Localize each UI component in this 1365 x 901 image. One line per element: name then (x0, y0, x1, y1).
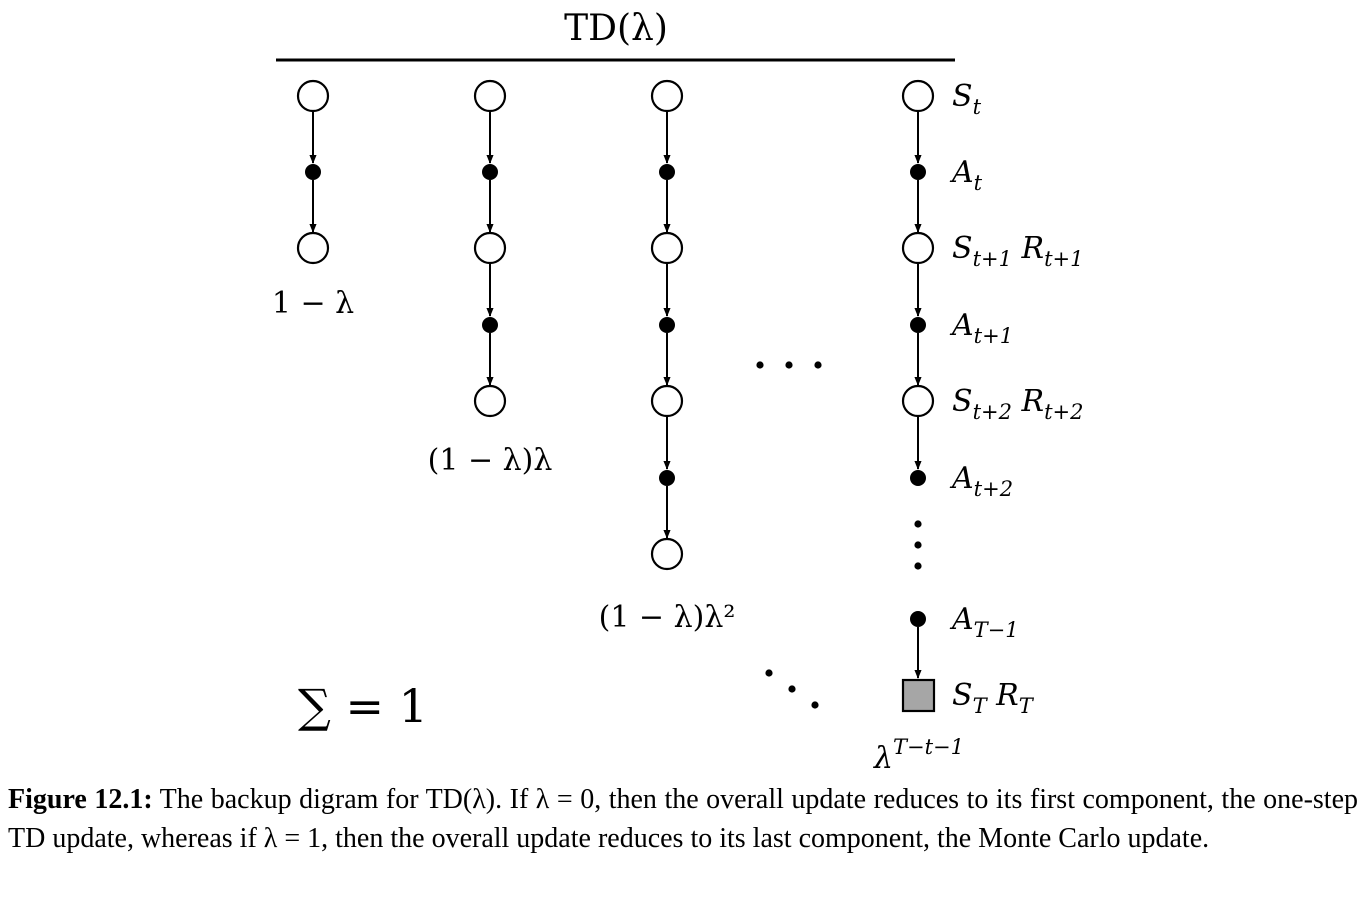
weight-label-c3: (1 − λ)λ² (599, 600, 736, 635)
state-node (650, 231, 684, 265)
state-node (296, 231, 330, 265)
action-node (482, 317, 498, 333)
action-node (659, 470, 675, 486)
backup-column-3: (1 − λ)λ² (599, 79, 736, 635)
backup-column-last: λT−t−1 (873, 79, 964, 776)
row-label-a-t2: At+2 (949, 461, 1013, 501)
state-node (901, 384, 935, 418)
action-node (659, 317, 675, 333)
caption-text: The backup digram for TD(λ). If λ = 0, t… (8, 784, 1358, 854)
action-node (910, 164, 926, 180)
backup-column-2: (1 − λ)λ (428, 79, 553, 478)
state-node (650, 384, 684, 418)
action-node (659, 164, 675, 180)
state-node (901, 231, 935, 265)
ellipsis-horizontal (756, 361, 822, 369)
row-label-s-t2: St+2 Rt+2 (952, 384, 1084, 424)
action-node (910, 611, 926, 627)
caption-label: Figure 12.1: (8, 784, 153, 815)
state-node (296, 79, 330, 113)
terminal-state-node (901, 678, 936, 713)
action-node (482, 164, 498, 180)
row-label-s-t: St (952, 79, 982, 119)
action-node (305, 164, 321, 180)
backup-column-1: 1 − λ (272, 79, 354, 321)
backup-diagram: TD(λ) 1 − λ (1 − λ)λ (1 (272, 8, 1084, 776)
row-label-a-t: At (949, 155, 983, 195)
weight-label-last: λT−t−1 (873, 735, 964, 776)
sum-label: ∑ = 1 (298, 679, 428, 733)
row-labels: St At St+1 Rt+1 At+1 St+2 Rt+2 At+2 AT−1… (949, 79, 1084, 718)
state-node (473, 384, 507, 418)
diagram-title: TD(λ) (564, 8, 668, 49)
state-node (473, 231, 507, 265)
ellipsis-diagonal (765, 669, 819, 709)
row-label-s-t1: St+1 Rt+1 (952, 231, 1084, 271)
state-node (650, 79, 684, 113)
row-label-s-T: ST RT (952, 678, 1035, 718)
figure-caption: Figure 12.1: The backup digram for TD(λ)… (8, 780, 1358, 858)
state-node (650, 537, 684, 571)
state-node (901, 79, 935, 113)
weight-label-c2: (1 − λ)λ (428, 443, 553, 478)
action-node (910, 470, 926, 486)
state-node (473, 79, 507, 113)
weight-label-c1: 1 − λ (272, 286, 354, 321)
row-label-a-t1: At+1 (949, 308, 1013, 348)
action-node (910, 317, 926, 333)
ellipsis-vertical (914, 520, 922, 570)
row-label-a-T1: AT−1 (949, 602, 1019, 642)
